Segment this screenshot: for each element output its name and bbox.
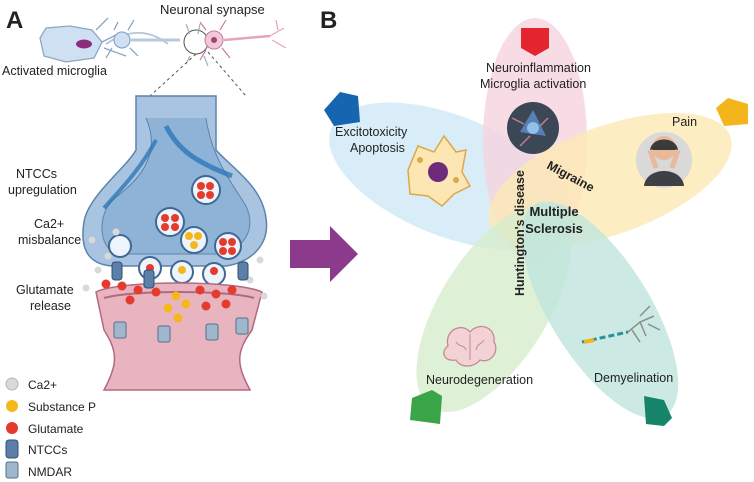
panel-a-letter: A: [6, 7, 23, 34]
multiple-sclerosis-line2: Sclerosis: [525, 221, 583, 236]
petal-demyelination: [521, 201, 679, 419]
ca-label-line2: misbalance: [18, 233, 81, 247]
ntcc-channels: [111, 261, 249, 289]
glutamate-dot-icon: [6, 422, 18, 434]
neurodegeneration-marker-icon: [410, 390, 442, 424]
excitotoxicity-marker-icon: [324, 92, 360, 126]
brain-icon: [443, 325, 497, 367]
ntcc-label-line2: upregulation: [8, 183, 77, 197]
demyelinated-neuron-icon: [581, 305, 661, 344]
legend: Ca2+ Substance P Glutamate NTCCs NMDAR: [5, 377, 96, 479]
apoptotic-cell-icon: [407, 134, 472, 207]
demyelination-marker-icon: [644, 396, 672, 426]
neuroinflammation-marker-icon: [521, 28, 549, 56]
glu-label-line2: release: [30, 299, 71, 313]
legend-label-glutamate: Glutamate: [28, 422, 84, 436]
vesicle-contents: [146, 182, 236, 275]
ntcc-label-line1: NTCCs: [16, 167, 57, 181]
glu-label-line1: Glutamate: [16, 283, 74, 297]
ca-label-line1: Ca2+: [34, 217, 64, 231]
neuron-strip-illustration: [39, 17, 287, 97]
pain-person-icon: [636, 132, 692, 188]
microglia-activation-label: Microglia activation: [480, 77, 586, 91]
synaptic-cleft-particles: [82, 228, 268, 323]
demyelination-label: Demyelination: [594, 371, 673, 385]
microglia-label: Activated microglia: [2, 64, 107, 78]
synapse-header-label: Neuronal synapse: [160, 2, 265, 17]
nmdar-receptors: [113, 317, 249, 343]
huntington-label: Huntington's disease: [513, 170, 527, 296]
legend-label-ntcc: NTCCs: [28, 443, 67, 457]
pain-label: Pain: [672, 115, 697, 129]
excitotoxicity-label: Excitotoxicity: [335, 125, 408, 139]
ca-dot-icon: [5, 377, 19, 391]
ntcc-channel-icon: [5, 439, 19, 459]
apoptosis-label: Apoptosis: [350, 141, 405, 155]
legend-label-substance-p: Substance P: [28, 400, 96, 414]
presynaptic-terminal: [82, 95, 268, 267]
neuroinflammation-label: Neuroinflammation: [486, 61, 591, 75]
legend-label-nmdar: NMDAR: [28, 465, 72, 479]
transition-arrow: [290, 226, 358, 282]
legend-label-ca: Ca2+: [28, 378, 57, 392]
panel-b-letter: B: [320, 7, 337, 34]
postsynaptic-terminal: [95, 282, 263, 391]
pain-marker-icon: [716, 98, 748, 126]
nmdar-receptor-icon: [5, 461, 19, 479]
substance-p-dot-icon: [6, 400, 18, 412]
multiple-sclerosis-line1: Multiple: [529, 204, 578, 219]
microglia-cell-icon: [507, 102, 559, 154]
neurodegeneration-label: Neurodegeneration: [426, 373, 533, 387]
